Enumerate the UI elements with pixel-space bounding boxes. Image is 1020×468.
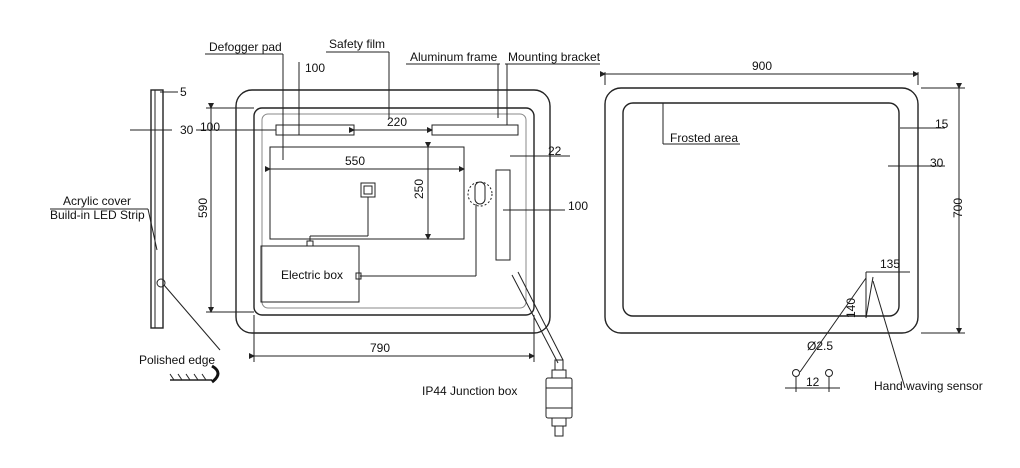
defogger-pad: [269, 146, 465, 240]
dim-12: 12: [806, 375, 820, 389]
dim-15: 15: [935, 117, 949, 131]
dim-100-right: 100: [568, 199, 588, 213]
side-profile: [150, 89, 164, 329]
mounting-bracket-vertical: [495, 169, 511, 261]
clear-mirror-area: [622, 102, 900, 317]
dim-depth: 30: [180, 123, 194, 137]
dim-250: 250: [412, 179, 426, 199]
cable: [511, 274, 559, 364]
label-aluminum-frame: Aluminum frame: [410, 50, 498, 64]
dim-height: 700: [951, 198, 965, 218]
label-defogger-pad: Defogger pad: [209, 40, 282, 54]
leader-line: [799, 277, 867, 373]
frosted-border: [604, 87, 919, 334]
side-view: 5 30 Acrylic cover Build-in LED Strip Po…: [50, 85, 221, 384]
back-view: Electric box Defogger pad Safety film Al…: [196, 37, 601, 437]
dim-width: 900: [752, 59, 772, 73]
polished-edge-symbol: [169, 364, 220, 384]
label-led-strip: Build-in LED Strip: [50, 208, 145, 222]
dim-30: 30: [930, 156, 944, 170]
label-hand-sensor: Hand waving sensor: [874, 379, 983, 393]
mounting-bar-right: [431, 124, 519, 136]
junction-box: [545, 359, 573, 437]
mirror-outer: [235, 89, 551, 334]
dim-100-left: 100: [200, 120, 220, 134]
switch-square: [360, 182, 376, 198]
dim-550: 550: [345, 154, 365, 168]
leader-line: [147, 208, 158, 251]
label-polished-edge: Polished edge: [139, 353, 215, 367]
dim-135: 135: [880, 257, 900, 271]
front-view: 900 700 Frosted area 15 30 135 140 Ø2.5 …: [600, 59, 983, 393]
dim-diameter: Ø2.5: [807, 339, 833, 353]
label-junction-box: IP44 Junction box: [422, 384, 517, 398]
dim-590: 590: [196, 198, 210, 218]
label-electric-box: Electric box: [281, 268, 343, 282]
label-acrylic-cover: Acrylic cover: [63, 194, 131, 208]
dim-top-thickness: 5: [180, 85, 187, 99]
label-mounting-bracket: Mounting bracket: [508, 50, 601, 64]
label-safety-film: Safety film: [329, 37, 385, 51]
sensor-hole-left: [792, 369, 800, 377]
sensor-hole-right: [825, 369, 833, 377]
leader-line: [163, 284, 221, 351]
mounting-bar-left: [275, 124, 355, 136]
dim-140: 140: [844, 298, 858, 318]
leader-line: [872, 280, 906, 389]
dim-100-top: 100: [305, 61, 325, 75]
label-frosted-area: Frosted area: [670, 131, 738, 145]
dim-22: 22: [548, 144, 562, 158]
mirror-inner: [253, 107, 535, 316]
sensor-capsule: [467, 181, 493, 207]
dim-220: 220: [387, 115, 407, 129]
dim-790: 790: [370, 341, 390, 355]
